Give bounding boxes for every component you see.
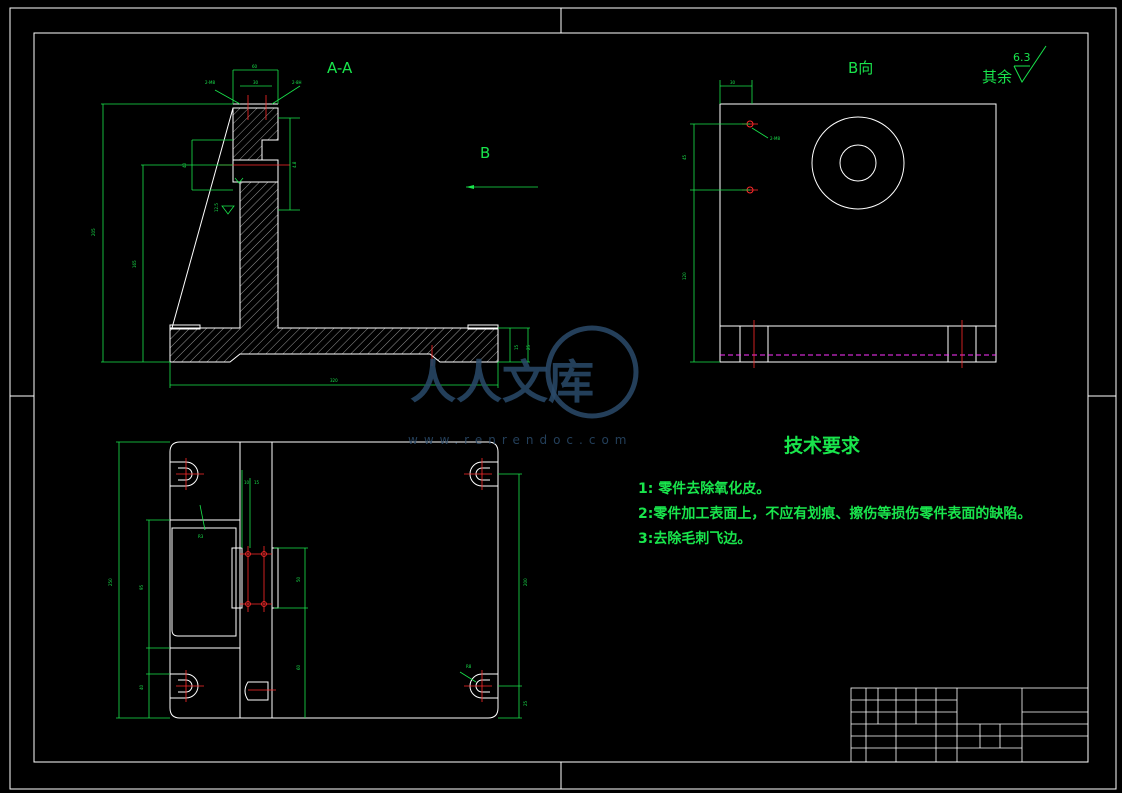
requirements-title: 技术要求 bbox=[784, 434, 861, 457]
svg-text:40: 40 bbox=[139, 684, 144, 690]
direction-view-b: 30 45 120 2-M8 B向 bbox=[682, 59, 997, 368]
watermark-text: 人人文库 bbox=[410, 355, 594, 409]
watermark-url: www.renrendoc.com bbox=[408, 433, 632, 447]
svg-text:15: 15 bbox=[254, 480, 260, 485]
svg-text:10: 10 bbox=[244, 480, 250, 485]
watermark: 人人文库 www.renrendoc.com bbox=[408, 325, 639, 447]
view-direction-arrow: B bbox=[466, 144, 538, 189]
requirement-item-1: 1: 零件去除氧化皮。 bbox=[638, 480, 770, 497]
arrow-view-label: B bbox=[480, 144, 490, 162]
section-view-label: A-A bbox=[327, 59, 353, 77]
title-block bbox=[850, 687, 1089, 763]
svg-text:2-M8: 2-M8 bbox=[770, 136, 780, 141]
technical-requirements: 技术要求 1: 零件去除氧化皮。 2:零件加工表面上，不应有划痕、擦伤等损伤零件… bbox=[638, 434, 1031, 547]
svg-text:2-M8: 2-M8 bbox=[205, 80, 215, 85]
svg-text:95: 95 bbox=[139, 584, 144, 590]
roughness-value: 6.3 bbox=[1013, 51, 1031, 64]
svg-text:320: 320 bbox=[330, 378, 338, 383]
svg-text:4.8: 4.8 bbox=[292, 161, 297, 168]
svg-text:25: 25 bbox=[523, 700, 528, 706]
svg-text:250: 250 bbox=[108, 578, 113, 586]
drawing-frame bbox=[9, 7, 1117, 790]
svg-text:2-8H: 2-8H bbox=[292, 80, 302, 85]
plan-view: 250 95 40 200 25 10 15 50 60 R8 R3 bbox=[108, 441, 528, 719]
svg-text:40: 40 bbox=[182, 162, 187, 168]
svg-text:60: 60 bbox=[296, 664, 301, 670]
requirement-item-2: 2:零件加工表面上，不应有划痕、擦伤等损伤零件表面的缺陷。 bbox=[638, 505, 1031, 522]
direction-view-label: B向 bbox=[848, 59, 873, 77]
svg-text:25: 25 bbox=[526, 344, 531, 350]
svg-text:R8: R8 bbox=[466, 664, 472, 669]
svg-text:60: 60 bbox=[252, 64, 258, 69]
section-view-aa: 205 165 320 15 25 60 30 2-M8 2-8H 40 4.8… bbox=[91, 59, 531, 388]
requirement-item-3: 3:去除毛刺飞边。 bbox=[638, 530, 751, 547]
svg-text:165: 165 bbox=[132, 260, 137, 268]
svg-text:12.5: 12.5 bbox=[214, 203, 219, 212]
svg-text:205: 205 bbox=[91, 228, 96, 236]
roughness-prefix: 其余 bbox=[982, 68, 1012, 86]
svg-text:R3: R3 bbox=[198, 534, 204, 539]
svg-text:120: 120 bbox=[682, 272, 687, 280]
svg-text:30: 30 bbox=[253, 80, 259, 85]
svg-text:200: 200 bbox=[523, 578, 528, 586]
svg-text:15: 15 bbox=[514, 344, 519, 350]
svg-text:50: 50 bbox=[296, 576, 301, 582]
svg-text:45: 45 bbox=[682, 154, 687, 160]
svg-text:30: 30 bbox=[730, 80, 736, 85]
surface-roughness-note: 其余 6.3 bbox=[982, 45, 1047, 86]
